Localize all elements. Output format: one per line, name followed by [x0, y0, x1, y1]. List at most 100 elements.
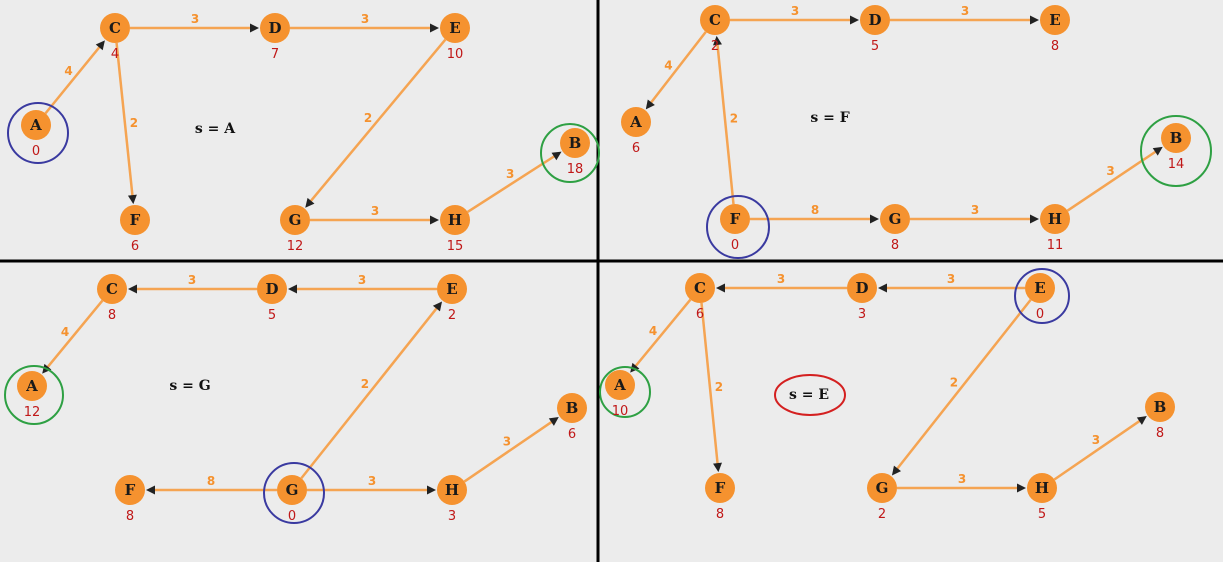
node-label-h: H: [1035, 479, 1049, 497]
edge-weight-label: 3: [1092, 433, 1100, 447]
node-label-e: E: [1049, 11, 1060, 29]
node-label-h: H: [1048, 210, 1062, 228]
distance-label-f: 8: [716, 507, 724, 522]
edge-c-a: [648, 31, 707, 106]
edge-weight-label: 3: [791, 4, 799, 18]
node-g: [880, 204, 910, 234]
distance-label-e: 0: [1036, 307, 1044, 322]
edge-weight-label: 8: [811, 203, 819, 217]
arrowhead-c-f: [127, 194, 137, 205]
edge-e-g: [894, 298, 1032, 472]
edge-weight-label: 3: [971, 203, 979, 217]
distance-label-c: 4: [111, 47, 119, 62]
distance-label-a: 12: [24, 405, 41, 420]
node-e: [437, 274, 467, 304]
node-d: [260, 13, 290, 43]
node-label-b: B: [1154, 398, 1167, 416]
edge-weight-label: 4: [649, 324, 657, 338]
node-h: [440, 205, 470, 235]
node-f: [120, 205, 150, 235]
arrowhead-e-d: [878, 283, 887, 293]
distance-label-c: 8: [108, 308, 116, 323]
arrowhead-d-c: [716, 283, 725, 293]
node-h: [1027, 473, 1057, 503]
edge-c-a: [633, 298, 692, 369]
arrowhead-g-h: [1030, 214, 1039, 224]
node-c: [700, 5, 730, 35]
node-label-a: A: [25, 377, 38, 395]
distance-label-d: 7: [271, 47, 279, 62]
arrowhead-h-b: [548, 417, 559, 426]
node-label-d: D: [265, 280, 278, 298]
arrowhead-c-a: [630, 362, 640, 373]
edge-h-b: [463, 419, 555, 483]
node-f: [720, 204, 750, 234]
edge-weight-label: 3: [361, 12, 369, 26]
node-b: [557, 393, 587, 423]
edge-weight-label: 8: [207, 474, 215, 488]
arrowhead-h-b: [1152, 146, 1163, 156]
target-ring-b: [1140, 115, 1212, 187]
distance-label-f: 6: [131, 239, 139, 254]
source-label: s = G: [169, 378, 210, 394]
node-label-c: C: [709, 11, 721, 29]
edge-weight-label: 2: [130, 116, 138, 130]
distance-label-a: 6: [632, 141, 640, 156]
distance-label-c: 2: [711, 39, 719, 54]
node-label-h: H: [445, 481, 459, 499]
node-label-d: D: [855, 279, 868, 297]
node-g: [277, 475, 307, 505]
node-label-f: F: [730, 210, 741, 228]
node-b: [1161, 123, 1191, 153]
edge-weight-label: 3: [958, 472, 966, 486]
node-label-f: F: [125, 481, 136, 499]
source-ring-g: [263, 462, 325, 524]
distance-label-g: 12: [287, 239, 304, 254]
source-ring-e: [1014, 268, 1070, 324]
edge-e-g: [308, 38, 447, 204]
edge-weight-label: 3: [961, 4, 969, 18]
node-label-e: E: [449, 19, 460, 37]
arrowhead-g-f: [146, 485, 155, 495]
distance-label-c: 6: [696, 307, 704, 322]
node-label-g: G: [289, 211, 302, 229]
node-label-e: E: [446, 280, 457, 298]
arrowhead-d-c: [128, 284, 137, 294]
node-label-b: B: [566, 399, 579, 417]
distance-label-g: 2: [878, 507, 886, 522]
source-ring-a: [7, 102, 69, 164]
node-label-c: C: [694, 279, 706, 297]
edge-weight-label: 3: [188, 273, 196, 287]
edge-weight-label: 4: [664, 58, 672, 72]
node-g: [867, 473, 897, 503]
arrowhead-f-c: [713, 35, 722, 46]
edge-c-a: [45, 299, 104, 370]
arrowhead-g-h: [427, 485, 436, 495]
node-c: [100, 13, 130, 43]
arrowhead-g-e: [432, 301, 443, 312]
node-a: [621, 107, 651, 137]
distance-label-b: 6: [568, 427, 576, 442]
edge-weight-label: 2: [730, 112, 738, 126]
edge-weight-label: 3: [358, 273, 366, 287]
node-label-e: E: [1034, 279, 1045, 297]
node-d: [257, 274, 287, 304]
distance-label-e: 10: [447, 47, 464, 62]
node-label-b: B: [569, 134, 582, 152]
node-label-b: B: [1170, 129, 1183, 147]
node-e: [440, 13, 470, 43]
distance-label-e: 8: [1051, 39, 1059, 54]
edge-weight-label: 4: [64, 64, 72, 78]
distance-label-f: 0: [731, 238, 739, 253]
node-f: [115, 475, 145, 505]
source-ring-f: [706, 195, 770, 259]
node-label-f: F: [130, 211, 141, 229]
edge-weight-label: 2: [364, 111, 372, 125]
edge-h-b: [466, 153, 558, 213]
arrowhead-c-a: [645, 99, 655, 110]
target-ring-a: [599, 366, 651, 418]
